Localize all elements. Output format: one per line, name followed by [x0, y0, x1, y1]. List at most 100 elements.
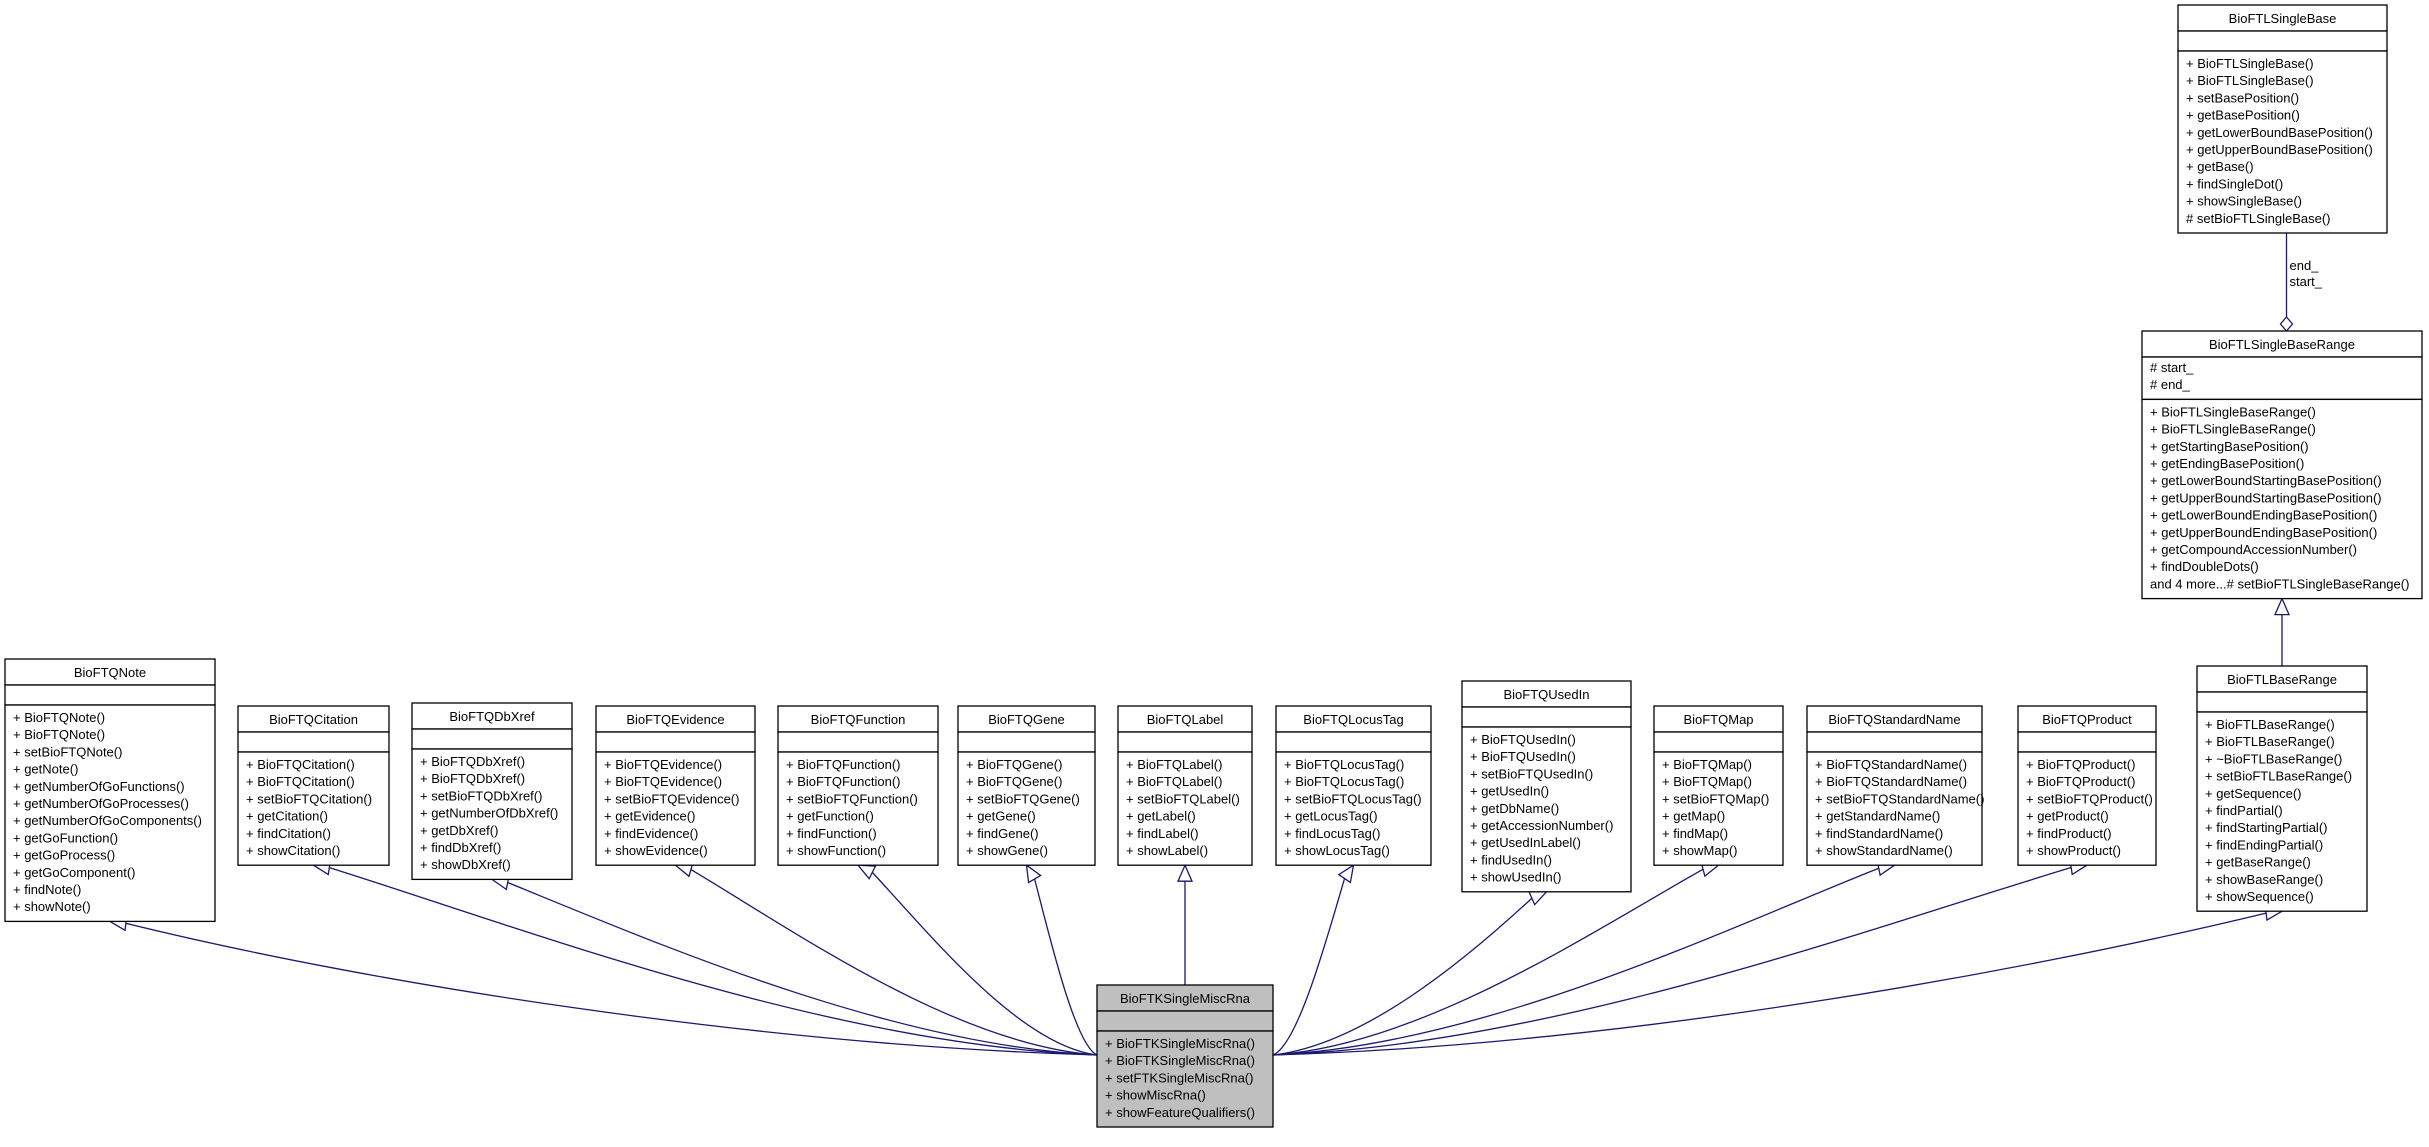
method: + getProduct(): [2026, 809, 2109, 824]
method: + getStartingBasePosition(): [2150, 439, 2309, 454]
class-BioFTQCitation[interactable]: BioFTQCitation+ BioFTQCitation()+ BioFTQ…: [237, 705, 390, 866]
method: + getBase(): [2186, 159, 2254, 174]
method: + getGoFunction(): [13, 830, 118, 845]
class-BioFTQMap[interactable]: BioFTQMap+ BioFTQMap()+ BioFTQMap()+ set…: [1653, 705, 1784, 866]
method: + BioFTQStandardName(): [1815, 757, 1967, 772]
method: + BioFTQFunction(): [786, 757, 901, 772]
inheritance-arrowhead: [856, 864, 877, 880]
class-BioFTQDbXref[interactable]: BioFTQDbXref+ BioFTQDbXref()+ BioFTQDbXr…: [411, 702, 573, 881]
method: + findStandardName(): [1815, 826, 1943, 841]
method: + showLabel(): [1126, 843, 1208, 858]
method: + BioFTQGene(): [966, 774, 1062, 789]
method: + getDbName(): [1470, 801, 1559, 816]
method: + setBioFTQLabel(): [1126, 791, 1240, 806]
method: + BioFTLSingleBaseRange(): [2150, 404, 2316, 419]
class-name: BioFTQProduct: [2042, 712, 2132, 727]
method: + getMap(): [1662, 809, 1725, 824]
class-BioFTLBaseRange[interactable]: BioFTLBaseRange+ BioFTLBaseRange()+ BioF…: [2196, 665, 2368, 912]
attributes-compartment: [2177, 30, 2388, 52]
attributes-compartment: [2196, 691, 2368, 713]
class-BioFTQUsedIn[interactable]: BioFTQUsedIn+ BioFTQUsedIn()+ BioFTQUsed…: [1461, 680, 1632, 893]
method: + showMiscRna(): [1105, 1088, 1206, 1103]
method: + getSequence(): [2205, 786, 2301, 801]
class-name-compartment: [1117, 705, 1253, 733]
method: + getNumberOfGoProcesses(): [13, 796, 189, 811]
class-name-compartment: [777, 705, 939, 733]
class-BioFTQProduct[interactable]: BioFTQProduct+ BioFTQProduct()+ BioFTQPr…: [2017, 705, 2157, 866]
method: + findEvidence(): [604, 826, 698, 841]
relation-inheritance: [673, 862, 1098, 1056]
class-name-compartment: [1461, 680, 1632, 708]
method: + BioFTLBaseRange(): [2205, 734, 2335, 749]
edges-layer: end_start_: [108, 233, 2323, 1056]
class-BioFTKSingleMiscRna[interactable]: BioFTKSingleMiscRna+ BioFTKSingleMiscRna…: [1096, 984, 1274, 1128]
method: + BioFTQNote(): [13, 727, 105, 742]
method: + setBioFTQStandardName(): [1815, 791, 1984, 806]
class-name: BioFTQStandardName: [1828, 712, 1960, 727]
methods-compartment: [2141, 398, 2423, 600]
inheritance-arrowhead: [1177, 863, 1193, 882]
class-name: BioFTQFunction: [811, 712, 906, 727]
attributes-compartment: [1653, 731, 1784, 753]
class-BioFTQFunction[interactable]: BioFTQFunction + BioFTQFunction() + BioFTQ…: [777, 705, 939, 866]
class-BioFTQStandardName[interactable]: BioFTQStandardName + BioFTQStandardName()…: [1806, 705, 1984, 866]
class-BioFTQEvidence[interactable]: BioFTQEvidence+ BioFTQEvidence()+ BioFTQ…: [595, 705, 756, 866]
method: + getLowerBoundStartingBasePosition(): [2150, 473, 2382, 488]
methods-compartment: [957, 751, 1096, 866]
class-BioFTQLabel[interactable]: BioFTQLabel+ BioFTQLabel()+ BioFTQLabel(…: [1117, 705, 1253, 866]
method: + showFeatureQualifiers(): [1105, 1105, 1255, 1120]
method: + BioFTQFunction(): [786, 774, 901, 789]
method: + findEndingPartial(): [2205, 837, 2323, 852]
attributes-compartment: [1461, 706, 1632, 728]
method: + getDbXref(): [420, 823, 498, 838]
class-BioFTQGene[interactable]: BioFTQGene+ BioFTQGene()+ BioFTQGene()+ …: [957, 705, 1096, 866]
inheritance-edge: [1033, 878, 1098, 1056]
method: + setBioFTQEvidence(): [604, 791, 739, 806]
methods-compartment: [1653, 751, 1784, 866]
method: + findCitation(): [246, 826, 331, 841]
method: + BioFTQMap(): [1662, 757, 1752, 772]
relation-inheritance: [311, 859, 1098, 1056]
class-name-compartment: [2141, 330, 2423, 358]
methods-compartment: [1096, 1030, 1274, 1128]
role-label: start_: [2290, 274, 2323, 289]
method: + getFunction(): [786, 809, 874, 824]
class-name-compartment: [4, 658, 216, 686]
method: + getUpperBoundEndingBasePosition(): [2150, 525, 2377, 540]
inheritance-edge: [1272, 866, 2072, 1056]
class-name-compartment: [1653, 705, 1784, 733]
attribute: # end_: [2150, 377, 2191, 392]
method: + BioFTQUsedIn(): [1470, 732, 1576, 747]
method: + setBioFTQNote(): [13, 744, 122, 759]
method: + showSingleBase(): [2186, 194, 2302, 209]
class-BioFTQLocusTag[interactable]: BioFTQLocusTag+ BioFTQLocusTag()+ BioFTQ…: [1275, 705, 1432, 866]
method: + getStandardName(): [1815, 809, 1940, 824]
methods-compartment: [1806, 751, 1983, 866]
method: + showCitation(): [246, 843, 340, 858]
methods-compartment: [4, 704, 216, 923]
method: + getLocusTag(): [1284, 809, 1378, 824]
method: + BioFTLBaseRange(): [2205, 717, 2335, 732]
relation-inheritance: [1177, 863, 1193, 985]
method: # setBioFTLSingleBase(): [2186, 211, 2331, 226]
inheritance-edge: [1272, 878, 1346, 1056]
methods-compartment: [595, 751, 756, 866]
relation-inheritance: [1272, 863, 1355, 1056]
method: + getUpperBoundStartingBasePosition(): [2150, 490, 2382, 505]
class-name: BioFTKSingleMiscRna: [1120, 991, 1251, 1006]
method: + showFunction(): [786, 843, 886, 858]
method: + showStandardName(): [1815, 843, 1953, 858]
method: + BioFTLSingleBase(): [2186, 56, 2314, 71]
method: + findSingleDot(): [2186, 176, 2283, 191]
inheritance-edge: [1272, 868, 1704, 1056]
class-BioFTLSingleBaseRange[interactable]: BioFTLSingleBaseRange# start_# end_+ Bio…: [2141, 330, 2423, 600]
method: + BioFTQGene(): [966, 757, 1062, 772]
class-BioFTLSingleBase[interactable]: BioFTLSingleBase+ BioFTLSingleBase()+ Bi…: [2177, 4, 2388, 234]
class-BioFTQNote[interactable]: BioFTQNote+ BioFTQNote()+ BioFTQNote()+ …: [4, 658, 216, 923]
method: + findProduct(): [2026, 826, 2112, 841]
inheritance-edge: [871, 871, 1098, 1056]
method: + showDbXref(): [420, 857, 511, 872]
method: + BioFTQDbXref(): [420, 754, 525, 769]
method: + setFTKSingleMiscRna(): [1105, 1070, 1253, 1085]
